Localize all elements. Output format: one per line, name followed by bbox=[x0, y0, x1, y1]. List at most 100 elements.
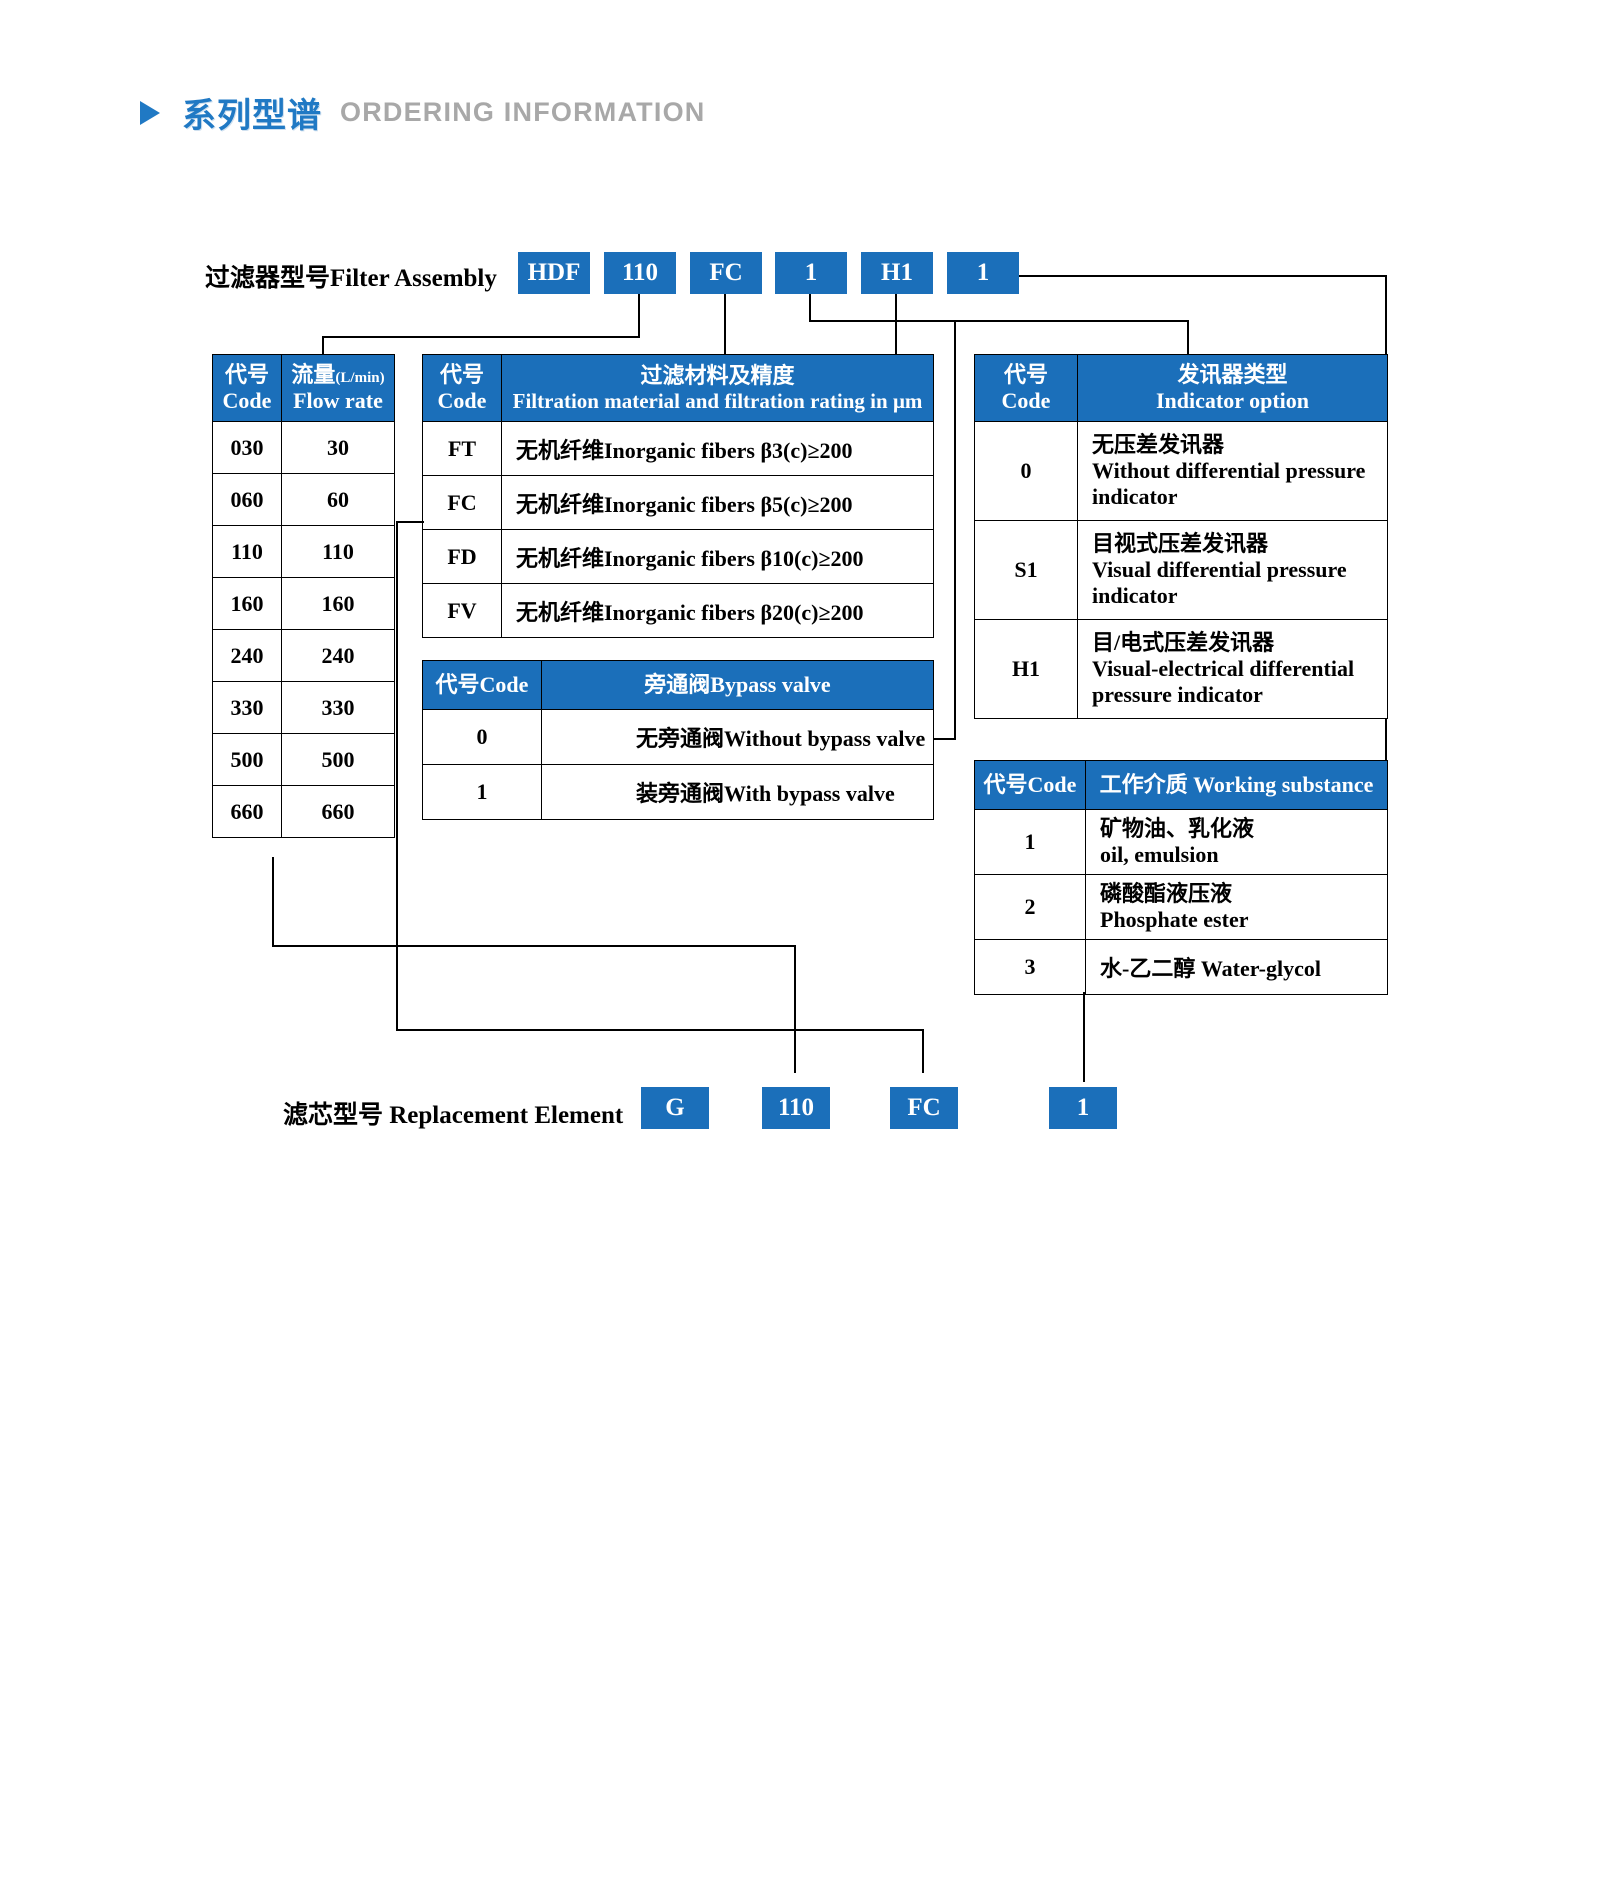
filter-assembly-code-5[interactable]: H1 bbox=[861, 252, 933, 294]
flow-code-cell: 160 bbox=[212, 577, 282, 630]
connector bbox=[322, 336, 325, 354]
connector bbox=[809, 294, 812, 322]
filter-assembly-code-4[interactable]: 1 bbox=[775, 252, 847, 294]
connector bbox=[954, 320, 957, 740]
substance-desc-en: Phosphate ester bbox=[1100, 907, 1249, 932]
connector bbox=[272, 945, 796, 948]
flow-rate-cell: 110 bbox=[281, 525, 395, 578]
filtration-material-table: 代号 Code 过滤材料及精度 Filtration material and … bbox=[422, 354, 934, 638]
connector bbox=[895, 294, 898, 356]
table-row: 1 装旁通阀With bypass valve bbox=[422, 764, 934, 820]
replacement-element-label: 滤芯型号 Replacement Element bbox=[283, 1102, 624, 1129]
substance-desc-cell: 水-乙二醇 Water-glycol bbox=[1085, 939, 1388, 995]
indicator-desc-cn: 目视式压差发讯器 bbox=[1092, 530, 1269, 556]
filtration-header-desc-cn: 过滤材料及精度 bbox=[640, 362, 795, 388]
filtration-desc-cell: 无机纤维Inorganic fibers β10(c)≥200 bbox=[501, 529, 934, 584]
indicator-desc-cn: 无压差发讯器 bbox=[1092, 431, 1225, 457]
connector bbox=[794, 945, 797, 1073]
filtration-desc-cell: 无机纤维Inorganic fibers β3(c)≥200 bbox=[501, 421, 934, 476]
indicator-desc-en: Visual-electrical differential pressure … bbox=[1092, 656, 1355, 708]
flow-rate-cell: 660 bbox=[281, 785, 395, 838]
page-title-cn: 系列型谱 bbox=[182, 97, 322, 135]
filtration-desc-cell: 无机纤维Inorganic fibers β20(c)≥200 bbox=[501, 583, 934, 638]
table-row: FT 无机纤维Inorganic fibers β3(c)≥200 bbox=[422, 421, 934, 476]
connector bbox=[809, 320, 956, 323]
flow-header-rate-unit: (L/min) bbox=[335, 370, 385, 387]
flow-code-cell: 500 bbox=[212, 733, 282, 786]
substance-desc-cn: 矿物油、乳化液 bbox=[1100, 815, 1255, 841]
substance-code-cell: 1 bbox=[974, 809, 1086, 875]
bypass-code-cell: 0 bbox=[422, 709, 542, 765]
table-header-row: 代号 Code 流量(L/min) Flow rate bbox=[212, 354, 395, 422]
indicator-desc-en: Visual differential pressure indicator bbox=[1092, 557, 1347, 609]
play-triangle-icon bbox=[140, 100, 160, 125]
flow-header-code-en: Code bbox=[222, 388, 272, 413]
filtration-header-desc-en: Filtration material and filtration ratin… bbox=[512, 388, 923, 413]
connector bbox=[1187, 320, 1190, 356]
table-row: 060 60 bbox=[212, 473, 395, 526]
bypass-valve-table: 代号Code 旁通阀Bypass valve 0 无旁通阀Without byp… bbox=[422, 660, 934, 820]
substance-header-desc: 工作介质 Working substance bbox=[1085, 760, 1388, 810]
connector bbox=[272, 857, 275, 947]
indicator-header-code-en: Code bbox=[1001, 388, 1051, 413]
substance-code-cell: 2 bbox=[974, 874, 1086, 940]
flow-rate-cell: 60 bbox=[281, 473, 395, 526]
table-header-row: 代号 Code 过滤材料及精度 Filtration material and … bbox=[422, 354, 934, 422]
filter-assembly-code-2[interactable]: 110 bbox=[604, 252, 676, 294]
table-row: 160 160 bbox=[212, 577, 395, 630]
substance-code-cell: 3 bbox=[974, 939, 1086, 995]
connector bbox=[724, 294, 727, 356]
filtration-code-cell: FV bbox=[422, 583, 502, 638]
bypass-desc-cell: 无旁通阀Without bypass valve bbox=[541, 709, 934, 765]
working-substance-table: 代号Code 工作介质 Working substance 1 矿物油、乳化液 … bbox=[974, 760, 1388, 995]
filter-assembly-code-1[interactable]: HDF bbox=[518, 252, 590, 294]
page-title-en: ORDERING INFORMATION bbox=[340, 97, 706, 127]
table-row: 0 无旁通阀Without bypass valve bbox=[422, 709, 934, 765]
flow-header-rate: 流量(L/min) Flow rate bbox=[281, 354, 395, 422]
indicator-header-code-cn: 代号 bbox=[1003, 362, 1048, 388]
connector bbox=[895, 320, 1189, 323]
indicator-desc-cell: 目/电式压差发讯器 Visual-electrical differential… bbox=[1077, 619, 1388, 719]
bypass-header-code: 代号Code bbox=[422, 660, 542, 710]
table-row: S1 目视式压差发讯器 Visual differential pressure… bbox=[974, 520, 1388, 620]
substance-desc-cell: 磷酸酯液压液 Phosphate ester bbox=[1085, 874, 1388, 940]
table-row: 0 无压差发讯器 Without differential pressure i… bbox=[974, 421, 1388, 521]
table-header-row: 代号Code 工作介质 Working substance bbox=[974, 760, 1388, 810]
indicator-code-cell: H1 bbox=[974, 619, 1078, 719]
replacement-element-code-1[interactable]: G bbox=[641, 1087, 709, 1129]
substance-header-code: 代号Code bbox=[974, 760, 1086, 810]
table-row: 500 500 bbox=[212, 733, 395, 786]
page-header: 系列型谱 ORDERING INFORMATION bbox=[140, 88, 705, 137]
bypass-header-desc: 旁通阀Bypass valve bbox=[541, 660, 934, 710]
filtration-code-cell: FT bbox=[422, 421, 502, 476]
bypass-code-cell: 1 bbox=[422, 764, 542, 820]
filtration-code-cell: FC bbox=[422, 475, 502, 530]
replacement-element-code-4[interactable]: 1 bbox=[1049, 1087, 1117, 1129]
flow-code-cell: 060 bbox=[212, 473, 282, 526]
flow-code-cell: 240 bbox=[212, 629, 282, 682]
flow-rate-cell: 30 bbox=[281, 421, 395, 474]
table-row: 2 磷酸酯液压液 Phosphate ester bbox=[974, 874, 1388, 940]
flow-rate-cell: 240 bbox=[281, 629, 395, 682]
table-row: 030 30 bbox=[212, 421, 395, 474]
filter-assembly-label: 过滤器型号Filter Assembly bbox=[205, 265, 497, 292]
connector bbox=[396, 521, 399, 1031]
indicator-desc-cell: 目视式压差发讯器 Visual differential pressure in… bbox=[1077, 520, 1388, 620]
connector bbox=[322, 336, 640, 339]
table-row: 660 660 bbox=[212, 785, 395, 838]
substance-desc-cn: 磷酸酯液压液 bbox=[1100, 880, 1233, 906]
flow-rate-table: 代号 Code 流量(L/min) Flow rate 030 30 060 6… bbox=[212, 354, 395, 838]
table-header-row: 代号Code 旁通阀Bypass valve bbox=[422, 660, 934, 710]
indicator-header-code: 代号 Code bbox=[974, 354, 1078, 422]
table-row: 3 水-乙二醇 Water-glycol bbox=[974, 939, 1388, 995]
table-header-row: 代号 Code 发讯器类型 Indicator option bbox=[974, 354, 1388, 422]
flow-header-rate-en: Flow rate bbox=[293, 388, 383, 413]
indicator-desc-cell: 无压差发讯器 Without differential pressure ind… bbox=[1077, 421, 1388, 521]
filter-assembly-code-3[interactable]: FC bbox=[690, 252, 762, 294]
indicator-desc-cn: 目/电式压差发讯器 bbox=[1092, 629, 1275, 655]
indicator-header-desc-en: Indicator option bbox=[1155, 388, 1309, 413]
replacement-element-code-3[interactable]: FC bbox=[890, 1087, 958, 1129]
filter-assembly-code-6[interactable]: 1 bbox=[947, 252, 1019, 294]
replacement-element-code-2[interactable]: 110 bbox=[762, 1087, 830, 1129]
